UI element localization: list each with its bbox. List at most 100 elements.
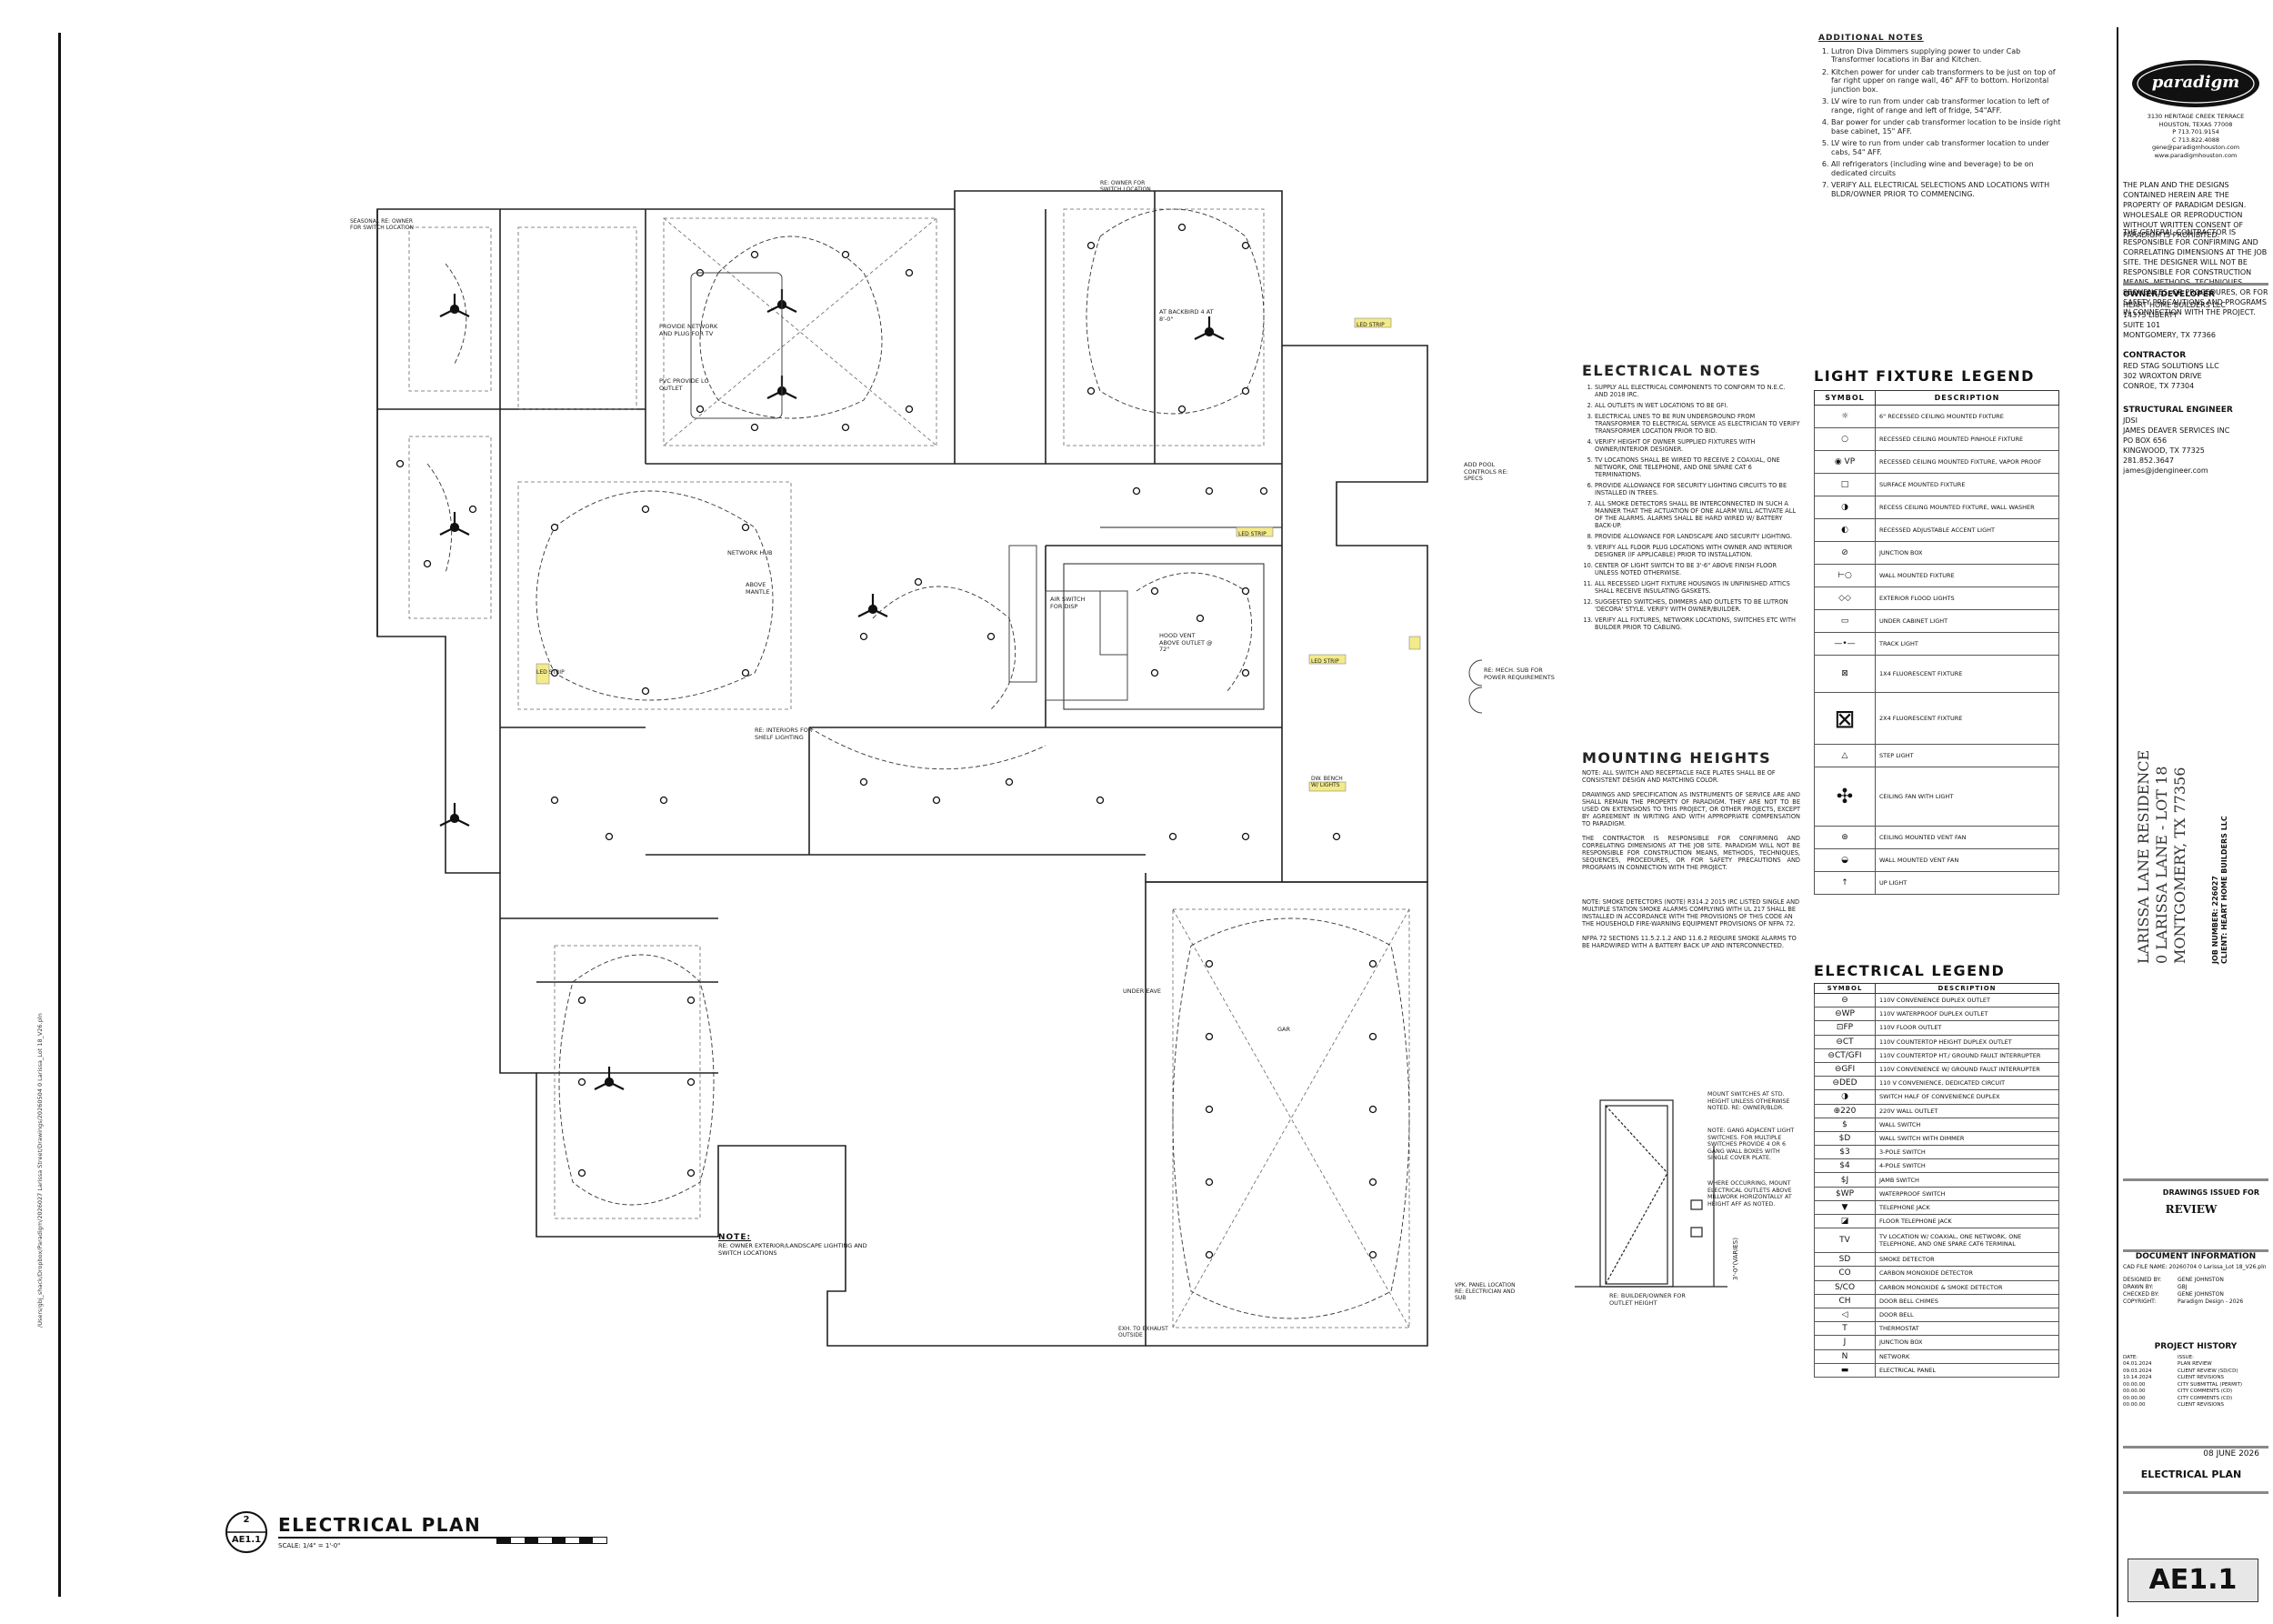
electrical-note: SUPPLY ALL ELECTRICAL COMPONENTS TO CONF… [1595,384,1800,398]
additional-note: Bar power for under cab transformer loca… [1831,118,2064,135]
vapor-proof-light-icon: ◉ VP [1814,450,1876,474]
legend-row: ⊘JUNCTION BOX [1814,541,2059,565]
legend-desc: 110V FLOOR OUTLET [1875,1020,2059,1036]
label-exh: EXH. TO EXHAUST OUTSIDE [1118,1326,1168,1338]
jamb-switch-icon: $J [1814,1172,1876,1188]
vent-fan-icon: ⊛ [1814,826,1876,849]
job-info-vertical: JOB NUMBER: 226027 CLIENT: HEART HOME BU… [2211,816,2229,964]
document-info: DOCUMENT INFORMATION CAD FILE NAME: 2026… [2123,1253,2268,1306]
legend-row: ◒WALL MOUNTED VENT FAN [1814,848,2059,872]
legend-row: ⊢○WALL MOUNTED FIXTURE [1814,564,2059,587]
switched-outlet-icon: ◑ [1814,1089,1876,1105]
duplex-outlet-icon: ⊖ [1814,992,1876,1008]
legend-row: ◪FLOOR TELEPHONE JACK [1814,1213,2059,1229]
project-city: MONTGOMERY, TX 77356 [2171,767,2188,964]
legend-desc: DOOR BELL [1875,1307,2059,1323]
plan-tag-number: 2 [243,1515,250,1525]
network-icon: N [1814,1348,1876,1364]
legend-desc: RECESSED ADJUSTABLE ACCENT LIGHT [1875,518,2059,542]
legend-desc: UP LIGHT [1875,871,2059,895]
light-legend-title: LIGHT FIXTURE LEGEND [1814,367,2035,385]
label-dw-bench: DW. BENCH W/ LIGHTS [1311,776,1343,788]
plan-note-text: RE: OWNER EXTERIOR/LANDSCAPE LIGHTING AN… [718,1242,867,1257]
legend-desc: JUNCTION BOX [1875,541,2059,565]
scale-bar [496,1537,607,1544]
additional-notes-list: Lutron Diva Dimmers supplying power to u… [1818,47,2064,199]
mounting-heights: MOUNTING HEIGHTS NOTE: ALL SWITCH AND RE… [1582,749,1800,950]
electrical-legend-title: ELECTRICAL LEGEND [1814,962,2006,979]
history-heading: PROJECT HISTORY [2154,1342,2238,1351]
legend-row: △STEP LIGHT [1814,744,2059,767]
label-seasonal: SEASONAL RE: OWNER FOR SWITCH LOCATION [350,218,415,231]
track-light-icon: —•— [1814,632,1876,656]
copyright-row: COPYRIGHT:Paradigm Design - 2026 [2123,1298,2268,1306]
logo-emblem [2132,60,2259,107]
engineer-line: james@jdengineer.com [2123,466,2208,475]
contractor-line: CONROE, TX 77304 [2123,382,2195,390]
mounting-heights-title: MOUNTING HEIGHTS [1582,749,1772,767]
label-network-tv: PROVIDE NETWORK AND PLUG FOR TV [659,323,718,337]
electrical-note: SUGGESTED SWITCHES, DIMMERS AND OUTLETS … [1595,598,1800,613]
email: gene@paradigmhouston.com [2151,144,2240,151]
paradigm-logo: paradigm [2128,56,2264,111]
field-label: DRAWN BY: [2123,1284,2154,1290]
label-led-strip-4: LED STRIP [536,669,565,676]
electrical-notes-list: SUPPLY ALL ELECTRICAL COMPONENTS TO CONF… [1582,384,1800,631]
label-owner-switch: RE: OWNER FOR SWITCH LOCATION [1100,180,1151,193]
legend-row: ◑SWITCH HALF OF CONVENIENCE DUPLEX [1814,1089,2059,1105]
detail-dimension: 3'-0"(VARIES) [1732,1238,1739,1280]
doc-info-heading: DOCUMENT INFORMATION [2135,1252,2257,1261]
owner-heading: OWNER/DEVELOPER [2123,290,2215,299]
legend-desc: RECESS CEILING MOUNTED FIXTURE, WALL WAS… [1875,496,2059,519]
legend-row: ○RECESSED CEILING MOUNTED PINHOLE FIXTUR… [1814,427,2059,451]
detail-bottom-note: RE: BUILDER/OWNER FOR OUTLET HEIGHT [1609,1292,1686,1307]
legend-desc: WATERPROOF SWITCH [1875,1186,2059,1201]
additional-note: VERIFY ALL ELECTRICAL SELECTIONS AND LOC… [1831,181,2064,198]
co-smoke-detector-icon: S/CO [1814,1279,1876,1295]
co-detector-icon: CO [1814,1266,1876,1281]
legend-desc: TV LOCATION W/ COAXIAL, ONE NETWORK, ONE… [1875,1228,2059,1254]
legend-desc: 4-POLE SWITCH [1875,1158,2059,1174]
label-led-strip-2: LED STRIP [1238,531,1267,537]
sheet-border-left [58,33,61,1597]
field-label: COPYRIGHT: [2123,1298,2157,1305]
plan-tag-sheet: AE1.1 [231,1535,262,1545]
legend-desc: 3-POLE SWITCH [1875,1145,2059,1160]
legend-desc: 2X4 FLUORESCENT FIXTURE [1875,692,2059,745]
additional-notes-title: ADDITIONAL NOTES [1818,34,1924,43]
4-pole-switch-icon: $4 [1814,1158,1876,1174]
plan-note: NOTE: RE: OWNER EXTERIOR/LANDSCAPE LIGHT… [718,1233,873,1257]
history-row: DATE:ISSUE: [2123,1355,2268,1362]
floor-telephone-jack-icon: ◪ [1814,1213,1876,1229]
legend-desc: SWITCH HALF OF CONVENIENCE DUPLEX [1875,1089,2059,1105]
history-date: 09.03.2024 [2123,1368,2152,1374]
disclaimer-1: THE PLAN AND THE DESIGNS CONTAINED HEREI… [2123,181,2247,239]
fluorescent-2x4-icon: ⊠ [1814,692,1876,745]
history-date: 00.00.00 [2123,1388,2146,1394]
waterproof-outlet-icon: ⊖WP [1814,1007,1876,1022]
electrical-panel-icon: ▬ [1814,1362,1876,1378]
electrical-note: VERIFY HEIGHT OF OWNER SUPPLIED FIXTURES… [1595,438,1800,453]
legend-desc: UNDER CABINET LIGHT [1875,609,2059,633]
history-issue: ISSUE: [2178,1354,2194,1360]
history-issue: CITY SUBMITTAL (PERMIT) [2178,1381,2242,1388]
plan-title: ELECTRICAL PLAN [278,1514,482,1536]
drawn-row: DRAWN BY:GBJ [2123,1284,2268,1291]
legend-row: ◑RECESS CEILING MOUNTED FIXTURE, WALL WA… [1814,496,2059,519]
divider [2123,283,2268,286]
issued-for-label: DRAWINGS ISSUED FOR [2162,1188,2259,1197]
legend-desc: JAMB SWITCH [1875,1172,2059,1188]
plan-note-title: NOTE: [718,1233,752,1242]
electrical-note: VERIFY ALL FLOOR PLUG LOCATIONS WITH OWN… [1595,544,1800,558]
ceiling-fan-icon: ✣ [1814,767,1876,827]
legend-desc: TRACK LIGHT [1875,632,2059,656]
